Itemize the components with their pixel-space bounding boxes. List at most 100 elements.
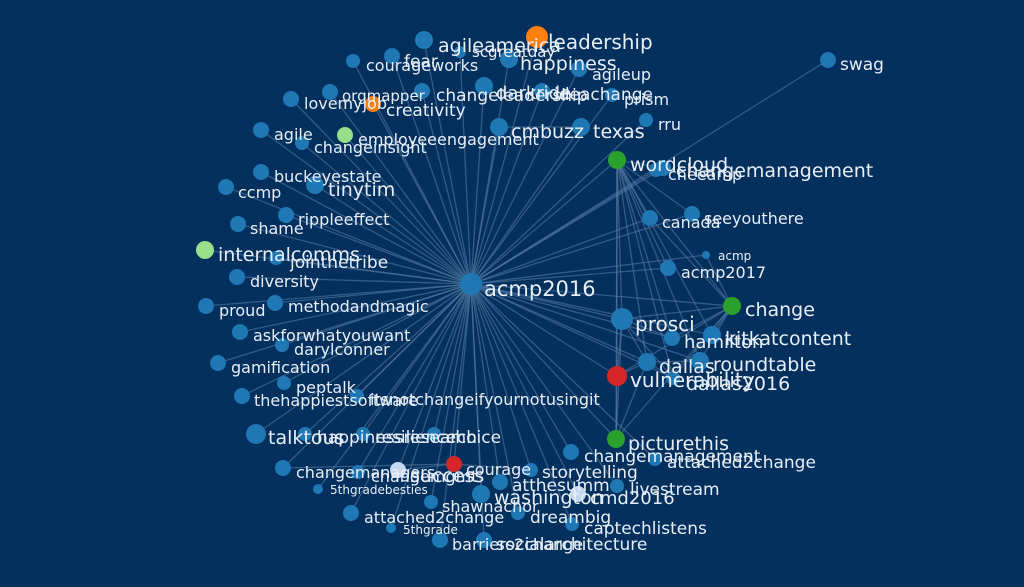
node-livestream[interactable]: [610, 479, 624, 493]
node-diversity[interactable]: [229, 269, 245, 285]
node-acmp[interactable]: [702, 251, 710, 259]
node-happinessresearch[interactable]: [298, 427, 312, 441]
node-employeeengagement[interactable]: [337, 127, 353, 143]
node-agilealliance[interactable]: [415, 31, 433, 49]
node-ideachange[interactable]: [534, 83, 550, 99]
node-rippleeffect[interactable]: [278, 207, 294, 223]
node-lovemyjob[interactable]: [283, 91, 299, 107]
node-changeleadership[interactable]: [414, 83, 430, 99]
node-cheeamp[interactable]: [649, 163, 663, 177]
node-success[interactable]: [390, 462, 406, 478]
node-attached2change2[interactable]: [648, 452, 662, 466]
node-proud[interactable]: [198, 298, 214, 314]
edge-acmp2016-attached2change: [350, 283, 472, 514]
node-peptalk[interactable]: [277, 376, 291, 390]
node-dallas2016[interactable]: [666, 371, 680, 385]
node-darkride[interactable]: [475, 77, 493, 95]
node-orgmapper[interactable]: [322, 84, 338, 100]
node-internalcomms[interactable]: [196, 241, 214, 259]
node-jointhetribe[interactable]: [269, 251, 283, 265]
node-buckeyestate[interactable]: [253, 164, 269, 180]
node-agile[interactable]: [253, 122, 269, 138]
node-shame[interactable]: [230, 216, 246, 232]
node-washington[interactable]: [472, 485, 490, 503]
node-darylconner[interactable]: [275, 338, 289, 352]
node-changemanagement[interactable]: [563, 444, 579, 460]
node-creativity[interactable]: [365, 96, 381, 112]
edge-acmp2016-changemanagers: [282, 283, 472, 469]
node-ccmp[interactable]: [218, 179, 234, 195]
node-prosci[interactable]: [611, 308, 633, 330]
node-methodandmagic[interactable]: [267, 295, 283, 311]
node-choice[interactable]: [427, 427, 441, 441]
node-acmp2017[interactable]: [660, 260, 676, 276]
node-captechlistens[interactable]: [565, 517, 579, 531]
node-label-changeleadership: changeleadership: [436, 86, 588, 106]
node-changeinsight[interactable]: [295, 136, 309, 150]
node-rru[interactable]: [639, 113, 653, 127]
node-socialarchitecture[interactable]: [476, 532, 492, 548]
edge-acmp2016-diversity: [236, 276, 472, 285]
node-label-fear: fear: [404, 52, 438, 72]
node-happiness[interactable]: [500, 50, 518, 68]
edge-acmp2016-agile: [260, 129, 472, 285]
node-resilience[interactable]: [356, 427, 370, 441]
node-seeyouthere[interactable]: [684, 206, 700, 222]
node-texas[interactable]: [572, 118, 590, 136]
edge-acmp2016-acmp2017: [470, 267, 669, 285]
node-changemanagers[interactable]: [275, 460, 291, 476]
node-label-orgmapper: orgmapper: [342, 87, 426, 105]
node-dallas[interactable]: [638, 353, 656, 371]
node-5thgrade[interactable]: [386, 523, 396, 533]
node-dreambig[interactable]: [511, 506, 525, 520]
node-fear[interactable]: [384, 48, 400, 64]
node-courageworks[interactable]: [346, 54, 360, 68]
node-barriers2change[interactable]: [432, 532, 448, 548]
node-changemgmt[interactable]: [351, 465, 365, 479]
node-change[interactable]: [723, 297, 741, 315]
edge-acmp2016-change: [470, 283, 733, 307]
edge-acmp2016-methodandmagic: [274, 283, 472, 304]
node-tinytim[interactable]: [306, 176, 324, 194]
node-hamilton[interactable]: [664, 330, 680, 346]
node-picturethis[interactable]: [607, 430, 625, 448]
node-label-changemgmt: changemgmt: [371, 467, 477, 486]
node-label-5thgradebesties: 5thgradebesties: [330, 483, 428, 497]
node-attheSummit[interactable]: [492, 474, 508, 490]
node-itsnotchangeifyournotusingit[interactable]: [350, 389, 364, 403]
node-acmp2016[interactable]: [460, 273, 482, 295]
node-askforwhatyouwant[interactable]: [232, 324, 248, 340]
node-gamification[interactable]: [210, 355, 226, 371]
node-agileup[interactable]: [571, 61, 587, 77]
node-storytelling[interactable]: [524, 463, 538, 477]
node-swag[interactable]: [820, 52, 836, 68]
edge-wordcloud-acmp2017: [616, 159, 669, 269]
node-5thgradebesties[interactable]: [313, 484, 323, 494]
edge-change-hamilton: [671, 305, 733, 339]
edge-acmp2016-jointhetribe: [275, 257, 472, 285]
node-attached2change[interactable]: [343, 505, 359, 521]
node-canada[interactable]: [642, 210, 658, 226]
node-kitkatcontent[interactable]: [703, 326, 721, 344]
node-label-internalcomms: internalcomms: [218, 244, 360, 266]
node-talktous[interactable]: [246, 424, 266, 444]
node-label-seeyouthere: seeyouthere: [704, 209, 804, 228]
node-label-prism: prism: [624, 90, 669, 109]
edge-acmp2016-cmbuzz: [470, 126, 500, 285]
node-thehappiestsoftware[interactable]: [234, 388, 250, 404]
node-cmd2016[interactable]: [570, 486, 586, 502]
node-shawnachor[interactable]: [424, 495, 438, 509]
node-prism[interactable]: [605, 88, 619, 102]
node-roundtable[interactable]: [691, 352, 709, 370]
edge-change-dallas2016: [672, 305, 733, 379]
node-cmbuzz[interactable]: [490, 118, 508, 136]
node-wordcloud[interactable]: [608, 151, 626, 169]
node-courage[interactable]: [446, 456, 462, 472]
edge-acmp2016-gamification: [217, 283, 472, 364]
node-label-ccmp: ccmp: [238, 183, 281, 202]
node-leadership[interactable]: [526, 26, 548, 48]
node-vulnerability[interactable]: [607, 366, 627, 386]
node-scgreatday[interactable]: [454, 46, 466, 58]
node-label-employeeengagement: employeeengagement: [358, 130, 539, 149]
